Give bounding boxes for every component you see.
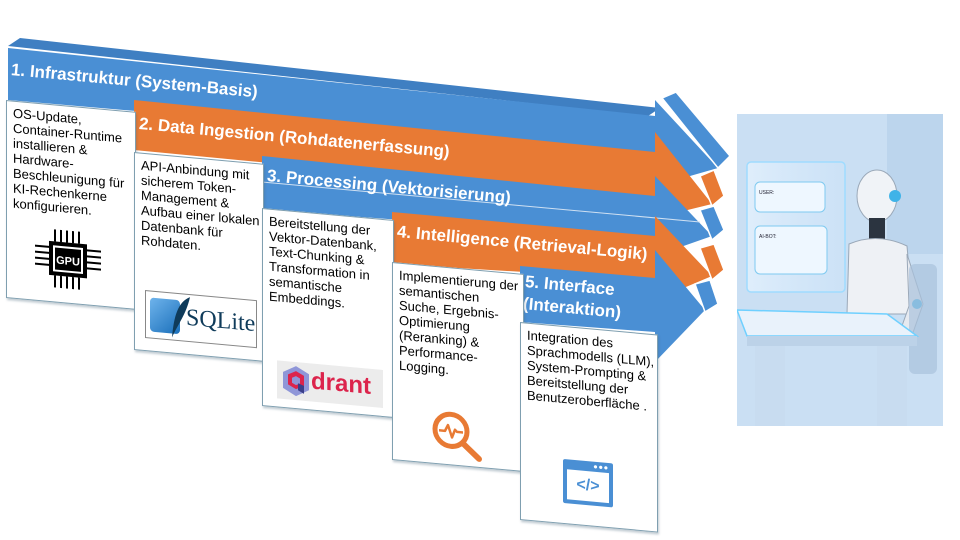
step-2-card: API-Anbindung mit sicherem Token-Managem… xyxy=(134,152,264,362)
step-3-description: Bereitstellung der Vektor-Datenbank, Tex… xyxy=(269,213,377,311)
code-brackets: </> xyxy=(576,476,600,496)
cpu-chip-icon: GPU xyxy=(35,229,101,290)
desk xyxy=(737,309,920,426)
sqlite-logo: SQLite xyxy=(145,290,257,349)
holo-panel: USER: AI-BOT: xyxy=(746,161,846,293)
qdrant-logo-text: drant xyxy=(311,367,371,400)
arrow-2-head-side xyxy=(699,169,725,208)
step-2-description: API-Anbindung mit sicherem Token-Managem… xyxy=(141,157,260,254)
step-3-card: Bereitstellung der Vektor-Datenbank, Tex… xyxy=(262,208,394,419)
arrow-1-head-side xyxy=(660,91,732,170)
chat-bot-speaker: AI-BOT: xyxy=(759,234,777,240)
arrow-1-body xyxy=(8,48,718,186)
step-4-card: Implementierung der semantischen Suche, … xyxy=(392,262,524,473)
arrow-1-top-face xyxy=(8,38,660,116)
step-5-description: Integration des Sprachmodells (LLM), Sys… xyxy=(527,327,655,414)
sqlite-logo-text: SQLite xyxy=(186,304,256,338)
arrow-3-head-side xyxy=(698,205,725,242)
code-window-icon: ••• </> xyxy=(563,458,613,508)
magnifier-pulse-icon xyxy=(432,411,482,462)
arrow-5-head-side xyxy=(694,279,719,314)
chat-user-speaker: USER: xyxy=(759,190,774,196)
step-1-description: OS-Update, Container-Runtime installiere… xyxy=(13,105,125,218)
robot-figure xyxy=(846,169,937,374)
arrow-5-body xyxy=(520,250,705,362)
robot-scene: USER: AI-BOT: xyxy=(737,114,943,426)
window-content: </> xyxy=(567,469,609,504)
cpu-label: GPU xyxy=(56,255,80,269)
step-1-card: OS-Update, Container-Runtime installiere… xyxy=(6,100,136,310)
robot-photo: USER: AI-BOT: xyxy=(737,114,943,426)
step-4-description: Implementierung der semantischen Suche, … xyxy=(399,267,519,378)
qdrant-cube-icon xyxy=(283,366,309,397)
arrow-step-5 xyxy=(520,250,719,362)
arrow-step-1 xyxy=(8,38,732,186)
feather-icon xyxy=(172,297,190,338)
step-5-card: Integration des Sprachmodells (LLM), Sys… xyxy=(520,322,658,533)
arrow-4-head-side xyxy=(699,243,725,282)
qdrant-logo: drant xyxy=(277,360,383,409)
arrow-3-guide-line xyxy=(261,181,701,223)
